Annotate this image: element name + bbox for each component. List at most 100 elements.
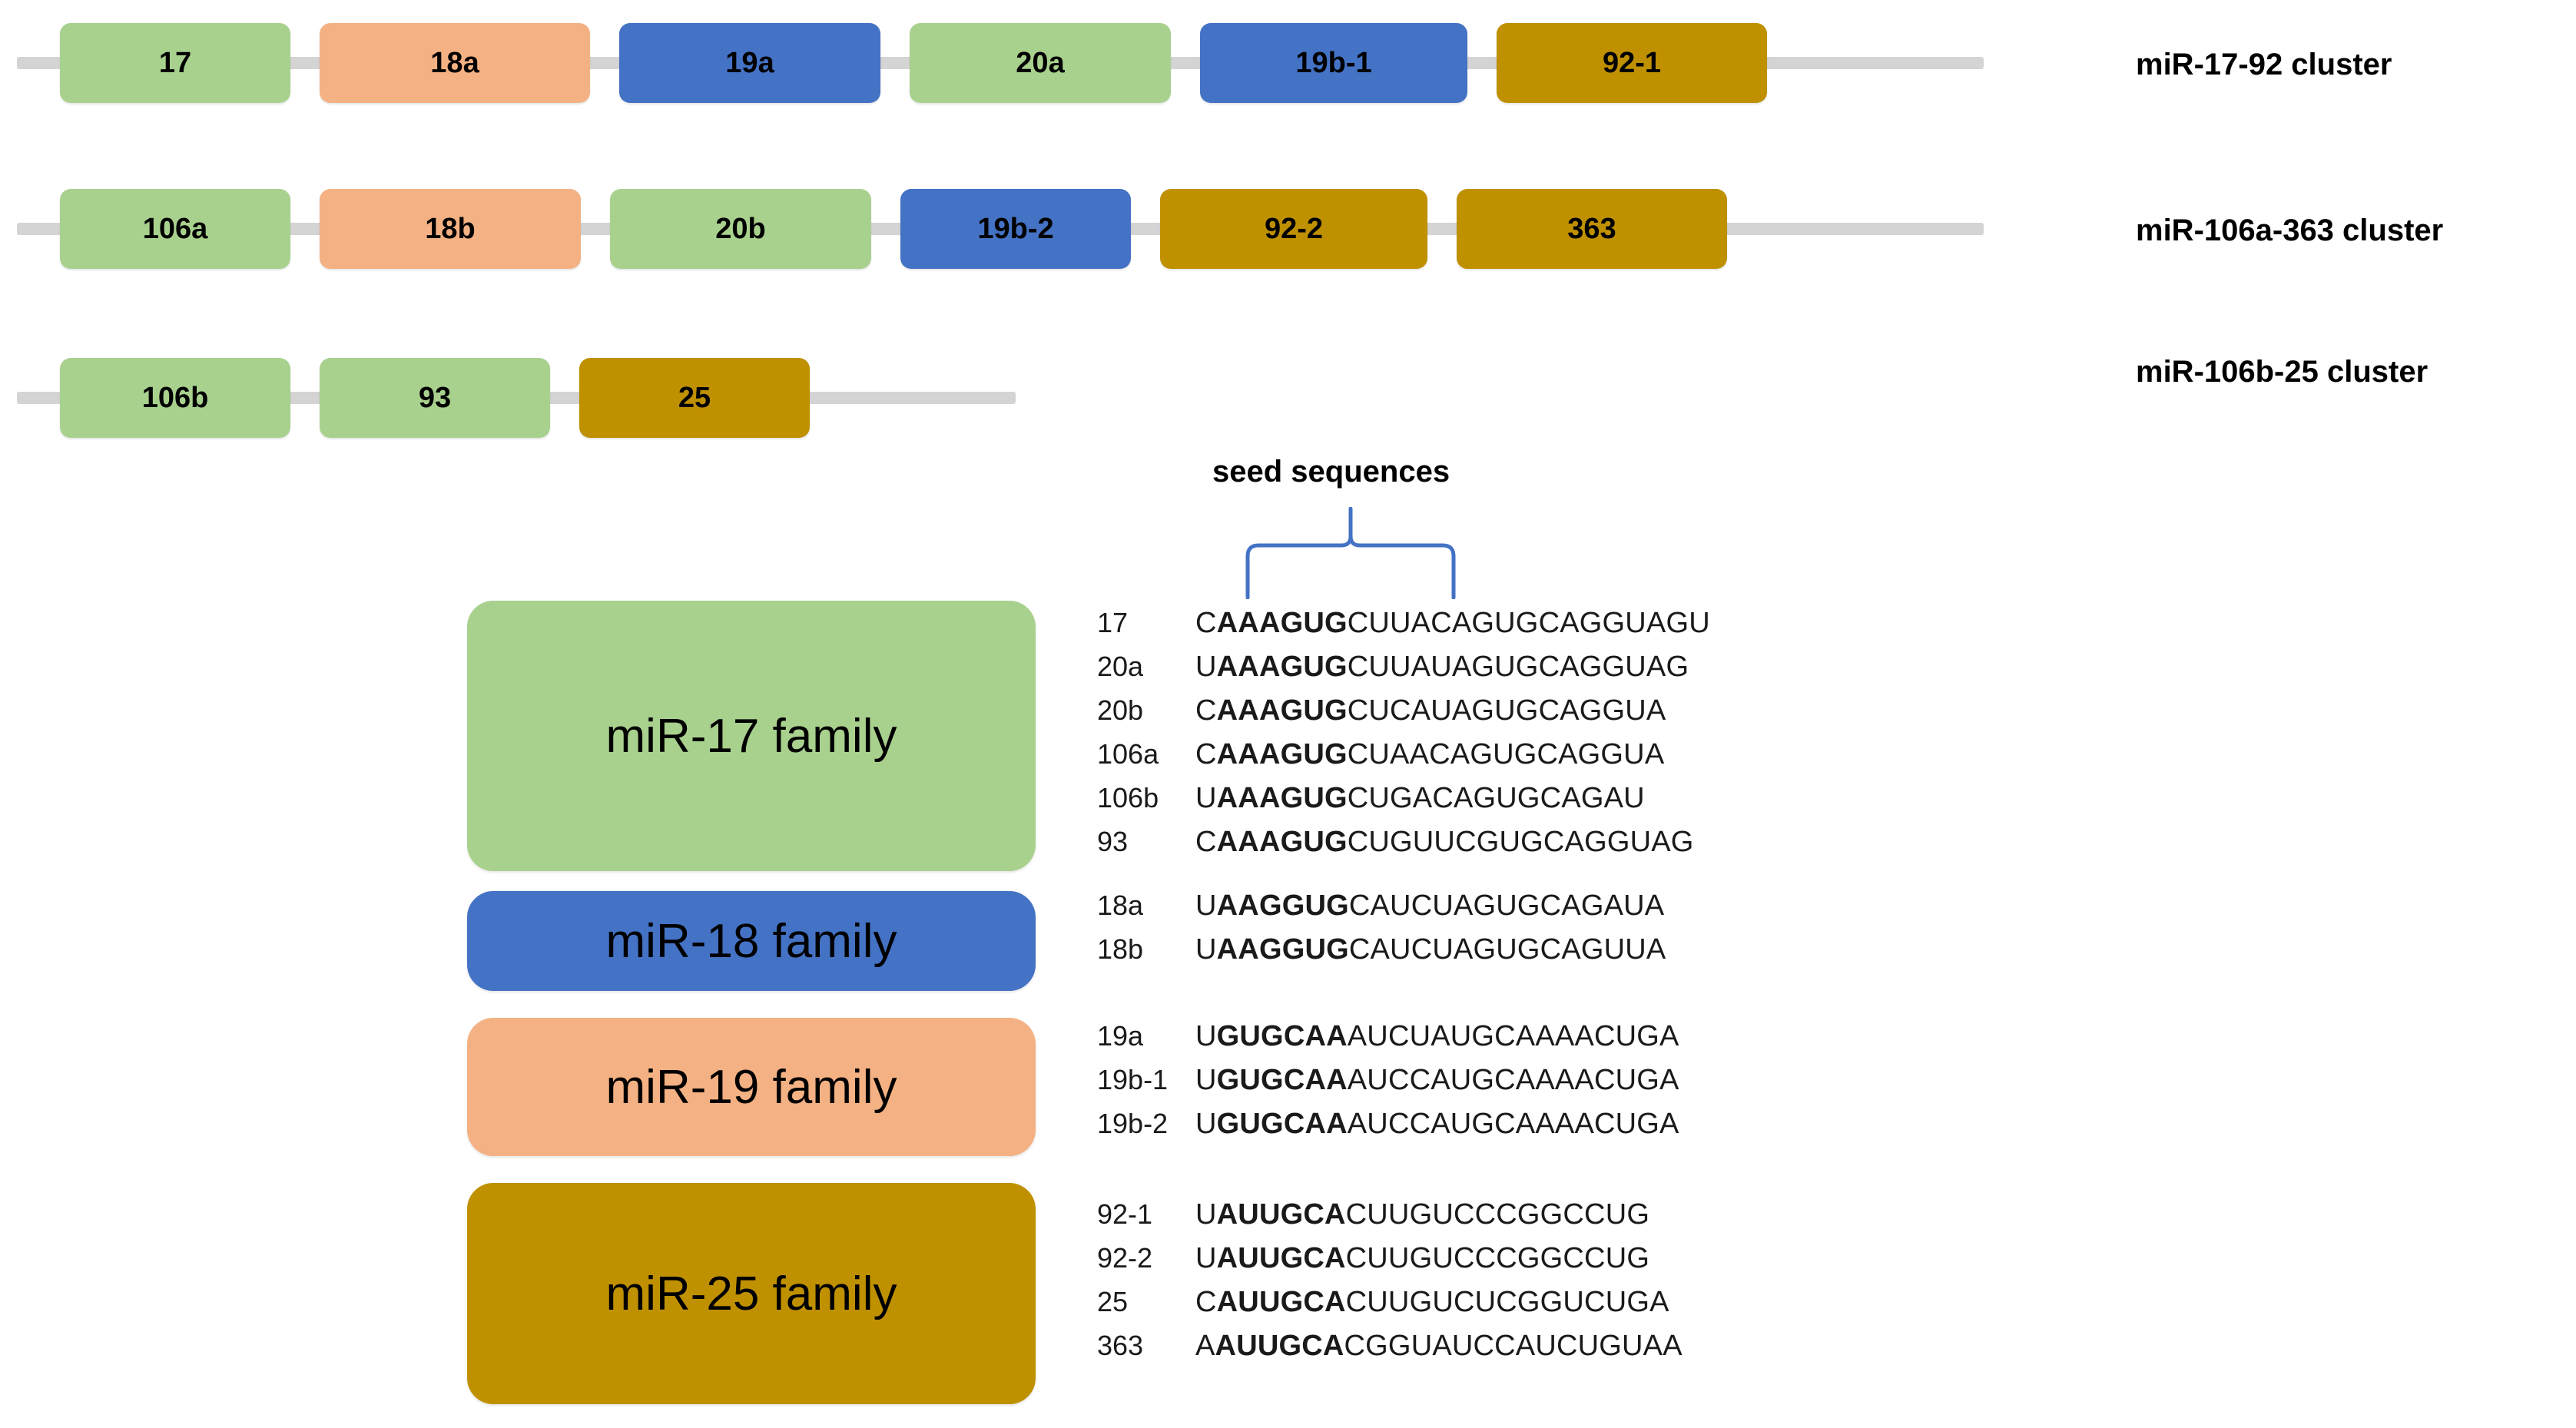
sequence-suffix: CAUCUAGUGCAGAUA (1348, 890, 1665, 922)
sequence-prefix: C (1195, 1286, 1217, 1318)
seed-brace (1234, 506, 1480, 600)
sequence-text: UAAGGUGCAUCUAGUGCAGAUA (1195, 890, 1664, 923)
sequence-text: UGUGCAAAUCUAUGCAAAACUGA (1195, 1020, 1679, 1053)
sequence-id: 363 (1097, 1330, 1144, 1361)
gene-box-17[interactable]: 17 (60, 23, 290, 103)
sequence-row: 92-2 UAUUGCACUUGUCCCGGCCUG (1097, 1242, 1683, 1286)
sequence-id: 18a (1097, 890, 1144, 921)
sequence-suffix: AUCCAUGCAAAACUGA (1347, 1108, 1679, 1140)
sequence-id: 106b (1097, 782, 1159, 813)
gene-box-18a[interactable]: 18a (320, 23, 590, 103)
sequence-seed: AAAGUG (1216, 607, 1348, 639)
sequence-seed: AAGGUG (1216, 933, 1349, 966)
sequence-text: AAUUGCACGGUAUCCAUCUGUAA (1195, 1330, 1683, 1363)
sequence-suffix: CUUAUAGUGCAGGUAG (1347, 651, 1689, 683)
gene-box-19a[interactable]: 19a (619, 23, 880, 103)
sequence-text: UAUUGCACUUGUCCCGGCCUG (1195, 1242, 1649, 1275)
sequence-seed: AUUGCA (1216, 1242, 1346, 1274)
sequence-seed: AAGGUG (1216, 890, 1349, 922)
sequence-row: 19b-2 UGUGCAAAUCCAUGCAAAACUGA (1097, 1108, 1679, 1151)
sequence-row: 106b UAAAGUGCUGACAGUGCAGAU (1097, 782, 1710, 826)
sequence-text: UAAAGUGCUGACAGUGCAGAU (1195, 782, 1645, 815)
sequence-suffix: CUUGUCUCGGUCUGA (1345, 1286, 1669, 1318)
sequence-text: UAUUGCACUUGUCCCGGCCUG (1195, 1198, 1649, 1231)
sequence-suffix: CUUACAGUGCAGGUAGU (1347, 607, 1710, 639)
sequence-seed: AAAGUG (1216, 826, 1348, 858)
cluster-label: miR-17-92 cluster (2136, 48, 2392, 81)
sequence-prefix: U (1195, 1242, 1217, 1274)
gene-box-19b-1[interactable]: 19b-1 (1200, 23, 1467, 103)
gene-box-18b[interactable]: 18b (320, 189, 581, 269)
gene-box-106b[interactable]: 106b (60, 358, 290, 438)
cluster-label: miR-106a-363 cluster (2136, 214, 2444, 247)
sequence-row: 363 AAUUGCACGGUAUCCAUCUGUAA (1097, 1330, 1683, 1373)
sequence-prefix: C (1195, 694, 1217, 727)
gene-box-106a[interactable]: 106a (60, 189, 290, 269)
gene-box-363[interactable]: 363 (1457, 189, 1727, 269)
sequence-id: 25 (1097, 1286, 1129, 1317)
sequence-seed: AUUGCA (1215, 1330, 1344, 1362)
sequence-seed: GUGCAA (1216, 1020, 1348, 1052)
sequence-text: CAAAGUGCUGUUCGUGCAGGUAG (1195, 826, 1694, 859)
sequence-suffix: CUGUUCGUGCAGGUAG (1347, 826, 1694, 858)
sequence-prefix: U (1195, 782, 1217, 814)
sequence-row: 18a UAAGGUGCAUCUAGUGCAGAUA (1097, 890, 1666, 933)
sequence-prefix: U (1195, 1064, 1217, 1096)
sequence-id: 17 (1097, 607, 1129, 638)
sequence-prefix: U (1195, 890, 1217, 922)
cluster-row: 17 18a 19a 20a 19b-1 92-1 miR-17-92 cluster (0, 9, 2576, 117)
sequence-row: 20a UAAAGUGCUUAUAGUGCAGGUAG (1097, 651, 1710, 694)
sequence-seed: GUGCAA (1216, 1108, 1348, 1140)
gene-box-20b[interactable]: 20b (610, 189, 871, 269)
sequence-prefix: U (1195, 1020, 1217, 1052)
gene-box-92-1[interactable]: 92-1 (1497, 23, 1767, 103)
family-box-mir-18-family[interactable]: miR-18 family (467, 891, 1036, 991)
sequence-prefix: U (1195, 1198, 1217, 1231)
sequence-suffix: AUCCAUGCAAAACUGA (1347, 1064, 1679, 1096)
gene-strip: 106a 18b 20b 19b-2 92-2 363 (60, 189, 1727, 269)
sequence-id: 106a (1097, 738, 1159, 770)
family-box-mir-25-family[interactable]: miR-25 family (467, 1183, 1036, 1404)
sequence-suffix: CUUGUCCCGGCCUG (1345, 1242, 1650, 1274)
sequence-suffix: CAUCUAGUGCAGUUA (1348, 933, 1666, 966)
sequence-id: 20b (1097, 694, 1144, 726)
sequence-id: 19b-2 (1097, 1108, 1169, 1139)
cluster-row: 106a 18b 20b 19b-2 92-2 363 miR-106a-363 clust… (0, 175, 2576, 283)
sequence-seed: AAAGUG (1216, 738, 1348, 770)
sequence-seed: GUGCAA (1216, 1064, 1348, 1096)
gene-box-25[interactable]: 25 (579, 358, 810, 438)
family-box-mir-17-family[interactable]: miR-17 family (467, 601, 1036, 871)
sequence-text: UGUGCAAAUCCAUGCAAAACUGA (1195, 1064, 1679, 1097)
gene-box-19b-2[interactable]: 19b-2 (900, 189, 1131, 269)
gene-box-20a[interactable]: 20a (910, 23, 1171, 103)
gene-box-92-2[interactable]: 92-2 (1160, 189, 1427, 269)
sequence-prefix: U (1195, 651, 1217, 683)
gene-strip: 17 18a 19a 20a 19b-1 92-1 (60, 23, 1767, 103)
sequence-seed: AAAGUG (1216, 782, 1348, 814)
sequence-prefix: A (1195, 1330, 1215, 1362)
family-box-mir-19-family[interactable]: miR-19 family (467, 1018, 1036, 1156)
sequence-id: 20a (1097, 651, 1144, 682)
sequence-id: 92-2 (1097, 1242, 1153, 1274)
sequence-prefix: C (1195, 738, 1217, 770)
cluster-label: miR-106b-25 cluster (2136, 355, 2428, 389)
seed-sequences-label: seed sequences (1212, 455, 1450, 489)
sequence-row: 93 CAAAGUGCUGUUCGUGCAGGUAG (1097, 826, 1710, 870)
gene-box-93[interactable]: 93 (320, 358, 550, 438)
sequence-suffix: CUGACAGUGCAGAU (1347, 782, 1645, 814)
sequence-suffix: AUCUAUGCAAAACUGA (1347, 1020, 1679, 1052)
sequence-seed: AAAGUG (1216, 651, 1348, 683)
sequence-id: 93 (1097, 826, 1129, 857)
sequence-prefix: C (1195, 826, 1217, 858)
gene-strip: 106b 93 25 (60, 358, 810, 438)
sequence-text: UGUGCAAAUCCAUGCAAAACUGA (1195, 1108, 1679, 1141)
